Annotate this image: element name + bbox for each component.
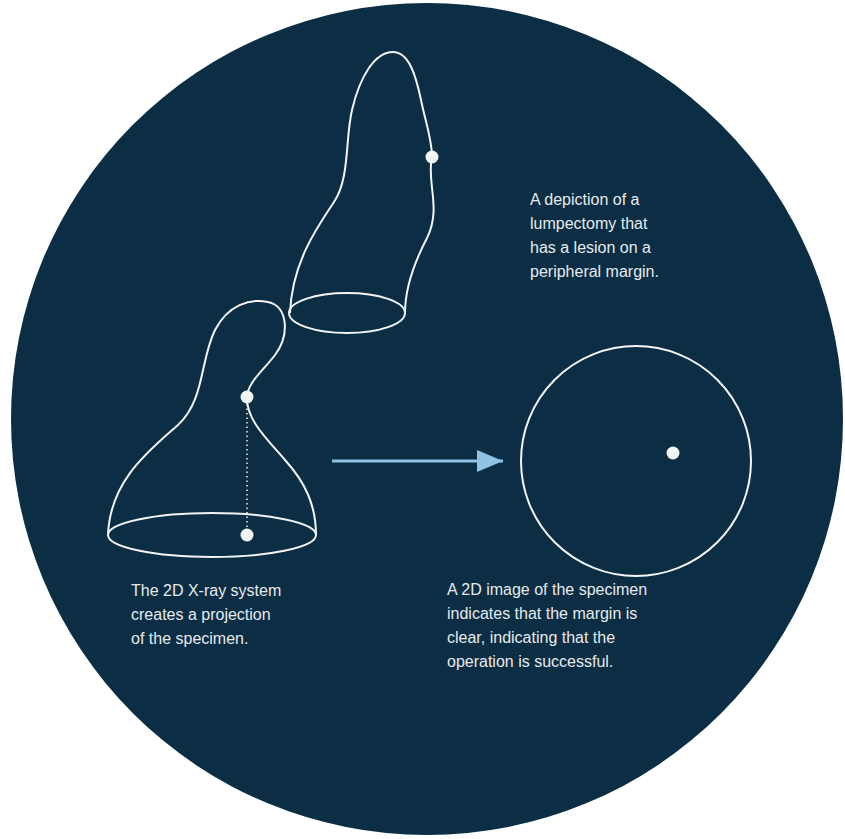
- projection-line: [246, 404, 248, 528]
- projected-lesion-dot: [241, 529, 254, 542]
- figure-node: A 2D image of the specimen indicates tha…: [503, 346, 769, 576]
- lesion-dot: [241, 391, 254, 404]
- caption-text: The 2D X-ray system creates a projection…: [131, 579, 284, 651]
- specimen-base: [108, 513, 316, 557]
- process-arrow: [332, 460, 503, 463]
- xray-image-outline: [521, 346, 751, 576]
- specimen-outline: [290, 52, 434, 313]
- specimen-outline: [108, 301, 316, 535]
- node-shape: [503, 346, 769, 576]
- lesion-dot: [426, 151, 439, 164]
- lesion-dot: [667, 447, 680, 460]
- caption-text: A 2D image of the specimen indicates tha…: [447, 578, 652, 674]
- background-disc: [11, 3, 843, 835]
- caption-text: A depiction of a lumpectomy that has a l…: [530, 188, 668, 284]
- node-shape: [282, 44, 450, 340]
- specimen-base: [289, 293, 405, 333]
- figure-node: The 2D X-ray system creates a projection…: [100, 290, 332, 565]
- figure-node: A depiction of a lumpectomy that has a l…: [282, 44, 450, 340]
- node-shape: [100, 290, 332, 565]
